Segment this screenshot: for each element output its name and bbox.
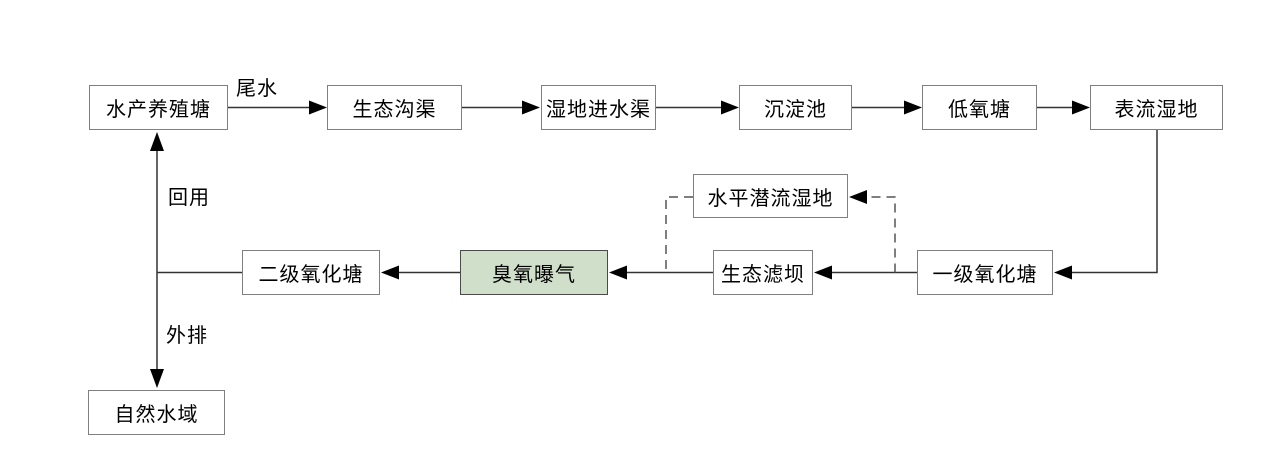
node-horizontal-subsurface-flow-wetland: 水平潜流湿地 — [693, 174, 848, 218]
arrow-right-icon — [721, 100, 739, 115]
arrow-left-icon — [1054, 265, 1072, 280]
arrow-left-icon — [381, 265, 399, 280]
node-natural-waters: 自然水域 — [88, 390, 225, 435]
arrow-left-icon — [814, 265, 832, 280]
node-primary-oxidation-pond: 一级氧化塘 — [917, 250, 1053, 295]
arrow-down-icon — [150, 369, 164, 388]
arrow-up-icon — [150, 132, 164, 151]
arrow-left-icon — [609, 265, 627, 280]
arrow-left-icon — [849, 190, 867, 204]
node-sedimentation-pond: 沉淀池 — [739, 85, 852, 130]
node-wetland-inlet-channel: 湿地进水渠 — [541, 85, 656, 130]
arrow-right-icon — [1072, 100, 1090, 115]
node-ecological-filter-dam: 生态滤坝 — [713, 250, 813, 295]
node-ecological-ditch: 生态沟渠 — [327, 85, 462, 130]
arrow-right-icon — [904, 100, 922, 115]
arrow-right-icon — [309, 100, 327, 115]
node-surface-flow-wetland: 表流湿地 — [1090, 85, 1223, 130]
node-aquaculture-pond: 水产养殖塘 — [89, 85, 228, 130]
arrowheads — [150, 100, 1090, 388]
node-secondary-oxidation-pond: 二级氧化塘 — [242, 250, 380, 295]
arrow-right-icon — [522, 100, 540, 115]
node-ozone-aeration: 臭氧曝气 — [460, 250, 608, 295]
node-low-oxygen-pond: 低氧塘 — [922, 85, 1037, 130]
solid-connectors — [156, 106, 1158, 370]
edge-label-discharge: 外排 — [166, 325, 208, 347]
edge-label-tail-water: 尾水 — [236, 78, 278, 100]
edge-label-reuse: 回用 — [168, 187, 210, 209]
dashed-bypass-connectors — [665, 196, 896, 273]
